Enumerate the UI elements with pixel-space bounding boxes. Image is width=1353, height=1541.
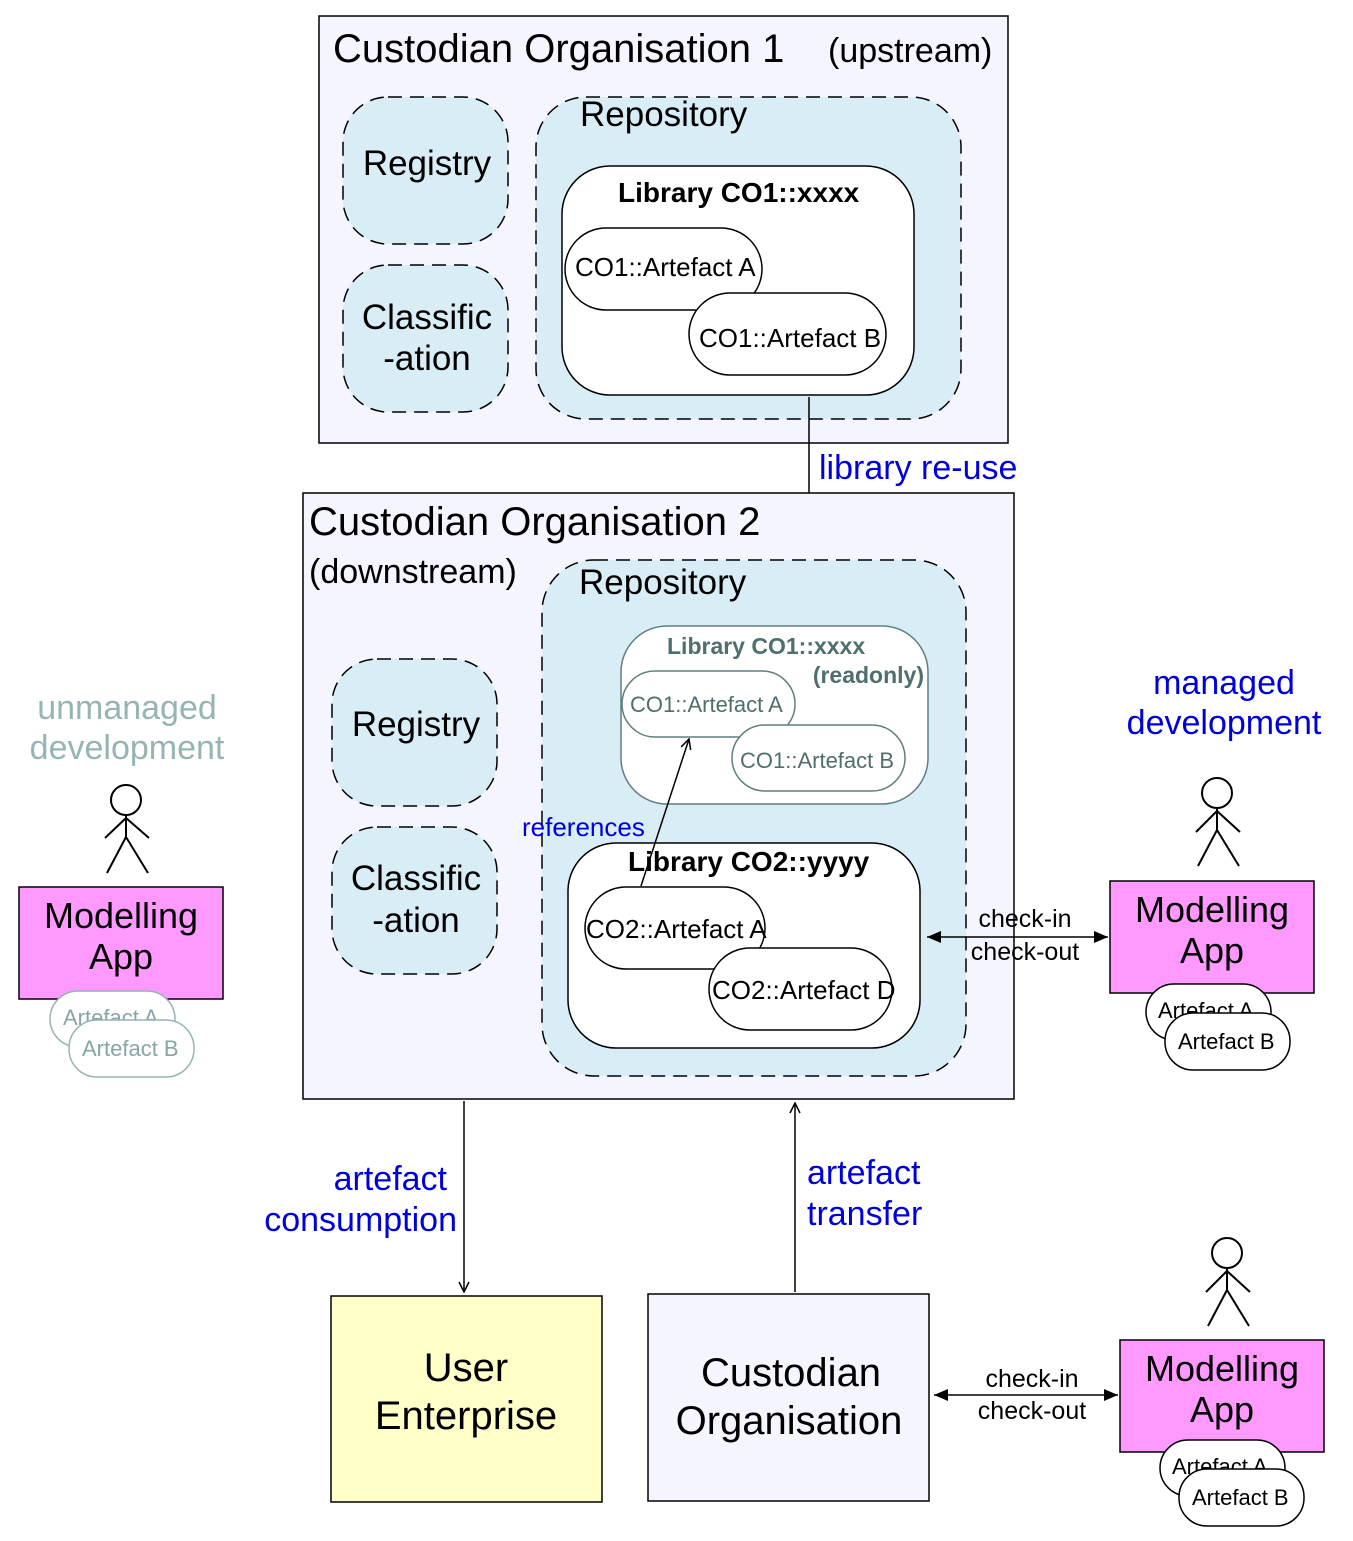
references-label: references [522,812,645,842]
unmanaged-development: unmanaged development Modelling App Arte… [18,689,225,1078]
co1-classification-label-1: Classific [362,298,492,337]
managed-artefact-b-label: Artefact B [1178,1029,1275,1054]
co2-readonly-artefact-b[interactable] [731,724,906,792]
managed-modelling-app[interactable] [1109,880,1315,994]
co2-registry[interactable] [331,658,498,807]
unmanaged-user-icon [104,784,150,874]
managed-development: managed development Modelling App Artefa… [1109,664,1322,1071]
co2-check-out-label: check-out [971,938,1079,966]
bottom-artefact-b-label: Artefact B [1192,1485,1289,1510]
bottom-developer: Modelling App Artefact A Artefact B [1119,1237,1325,1527]
co1-artefact-a-label: CO1::Artefact A [575,252,756,282]
co2-artefact-a[interactable] [584,886,766,970]
custodian-organisation-box[interactable] [647,1293,930,1502]
unmanaged-artefact-b[interactable] [68,1019,195,1078]
bottom-check-in-label: check-in [985,1365,1078,1393]
unmanaged-label-2: development [30,729,225,767]
bottom-user-icon [1205,1237,1251,1327]
managed-app-label-1: Modelling [1135,889,1289,930]
managed-label-1: managed [1153,664,1295,702]
unmanaged-label-1: unmanaged [37,689,217,727]
artefact-transfer-label-1: artefact [807,1154,921,1192]
co2-readonly-tag: (readonly) [813,662,924,688]
unmanaged-app-label-1: Modelling [44,895,198,936]
co1-qualifier: (upstream) [828,32,992,70]
unmanaged-app-label-2: App [89,936,153,977]
co2-readonly-artefact-a-label: CO1::Artefact A [630,692,783,717]
custodian-organisation-2: Custodian Organisation 2 (downstream) Re… [302,492,1015,1100]
co1-classification[interactable] [342,264,509,413]
managed-label-2: development [1127,704,1322,742]
unmanaged-modelling-app[interactable] [18,886,224,1000]
co1-classification-label-2: -ation [383,339,471,378]
co2-title: Custodian Organisation 2 [309,500,760,544]
co1-artefact-b-label: CO1::Artefact B [699,323,881,353]
managed-artefact-b[interactable] [1164,1012,1291,1071]
co2-classification[interactable] [331,826,498,975]
co2-readonly-library-label: Library CO1::xxxx [667,633,865,659]
user-enterprise-label-1: User [424,1346,508,1390]
co1-registry-label: Registry [363,144,492,183]
co2-classification-label-2: -ation [372,901,460,940]
co2-artefact-d[interactable] [708,947,893,1031]
bottom-app-label-2: App [1190,1389,1254,1430]
user-enterprise-label-2: Enterprise [375,1394,557,1438]
co2-library-label: Library CO2::yyyy [628,846,870,877]
custodian-organisation-1: Custodian Organisation 1 (upstream) Regi… [318,15,1009,444]
bottom-app-label-1: Modelling [1145,1348,1299,1389]
co1-artefact-b[interactable] [688,292,887,376]
co2-classification-label-1: Classific [351,859,481,898]
co1-title: Custodian Organisation 1 [333,27,784,71]
co1-library-label: Library CO1::xxxx [618,177,860,208]
co2-qualifier: (downstream) [309,553,517,591]
co1-artefact-a[interactable] [564,227,763,311]
co1-registry[interactable] [342,96,509,245]
co2-check-in-label: check-in [978,905,1071,933]
custodian-organisation-label-1: Custodian [701,1351,881,1395]
co2-registry-label: Registry [352,705,481,744]
managed-app-label-2: App [1180,930,1244,971]
user-enterprise-box[interactable] [330,1295,603,1503]
references-arrow [640,739,689,887]
co2-artefact-d-label: CO2::Artefact D [712,975,896,1005]
unmanaged-artefact-b-label: Artefact B [82,1036,179,1061]
bottom-check-out-label: check-out [978,1397,1086,1425]
co2-repository-label: Repository [579,563,747,602]
artefact-consumption-label-1: artefact [334,1160,448,1198]
managed-user-icon [1195,777,1241,867]
co2-readonly-artefact-a[interactable] [621,670,796,738]
artefact-transfer-label-2: transfer [807,1195,922,1233]
co2-artefact-a-label: CO2::Artefact A [586,914,767,944]
artefact-consumption-label-2: consumption [264,1201,457,1239]
bottom-artefact-b[interactable] [1178,1468,1305,1527]
co1-repository-label: Repository [580,95,748,134]
library-reuse-label: library re-use [819,449,1017,487]
co2-readonly-artefact-b-label: CO1::Artefact B [740,748,894,773]
custodian-organisation-label-2: Organisation [676,1399,903,1443]
